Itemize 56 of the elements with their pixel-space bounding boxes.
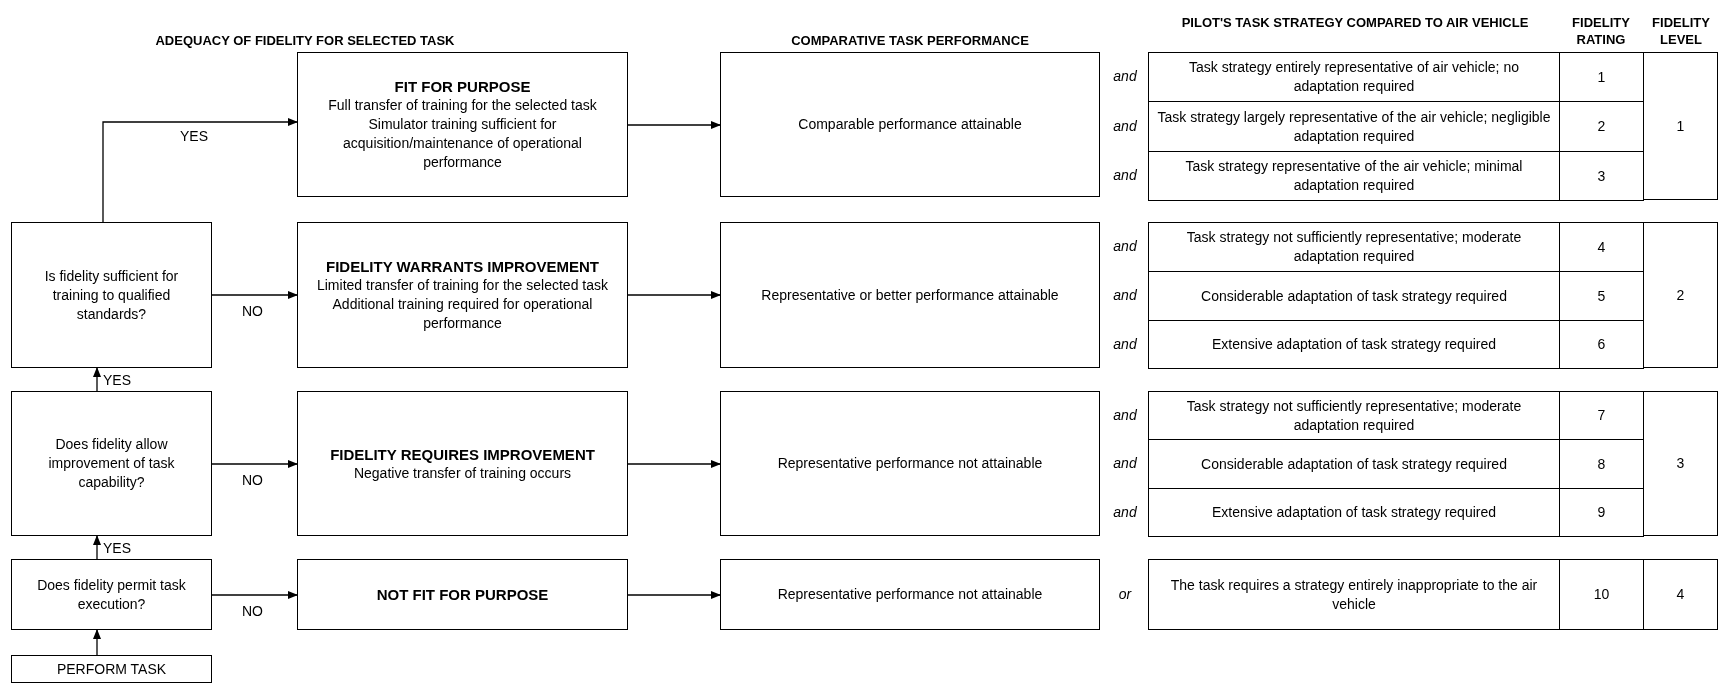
connector-word: and <box>1112 237 1138 256</box>
connector-word: and <box>1112 335 1138 354</box>
connector-word: or <box>1117 585 1133 604</box>
table-cell: Task strategy not sufficiently representative; moderate adaptation required <box>1148 391 1560 440</box>
table-cell: Task strategy not sufficiently representative; moderate adaptation required <box>1148 222 1560 272</box>
arrow <box>627 291 721 299</box>
connector-word: and <box>1112 503 1138 522</box>
arrow <box>627 460 721 468</box>
table-cell: 4 <box>1643 559 1718 630</box>
arrow <box>102 118 298 223</box>
arrow <box>211 591 298 599</box>
decision-box: Does fidelity allow improvement of task capability? <box>11 391 212 536</box>
table-cell: Representative or better performance attainable <box>720 222 1100 368</box>
arrow <box>93 629 101 656</box>
table-cell: Task strategy entirely representative of air vehicle; no adaptation required <box>1148 52 1560 102</box>
decision-box: Is fidelity sufficient for training to qualified standards? <box>11 222 212 368</box>
connector-word: and <box>1112 67 1138 86</box>
connector-word: and <box>1112 454 1138 473</box>
table-cell: The task requires a strategy entirely inappropriate to the air vehicle <box>1148 559 1560 630</box>
table-cell: Representative performance not attainable <box>720 391 1100 536</box>
edge-label: YES <box>180 128 208 144</box>
edge-label: NO <box>242 603 263 619</box>
column-header: FIDELITY RATING <box>1571 14 1631 48</box>
connector-word: and <box>1112 166 1138 185</box>
edge-label: NO <box>242 303 263 319</box>
table-cell: 10 <box>1559 559 1644 630</box>
connector-word: and <box>1112 286 1138 305</box>
table-cell: Representative performance not attainable <box>720 559 1100 630</box>
table-cell: Comparable performance attainable <box>720 52 1100 197</box>
table-cell: Extensive adaptation of task strategy required <box>1148 320 1560 369</box>
column-header: COMPARATIVE TASK PERFORMANCE <box>790 32 1030 49</box>
table-cell: PERFORM TASK <box>11 655 212 683</box>
outcome-box: FIDELITY REQUIRES IMPROVEMENT Negative transfer of training occurs <box>297 391 628 536</box>
arrow <box>211 291 298 299</box>
decision-box: Does fidelity permit task execution? <box>11 559 212 630</box>
outcome-box: FIT FOR PURPOSE Full transfer of training for the selected task Simulator training sufficient for acquisition/maintenance of operational performance <box>297 52 628 197</box>
connector-word: and <box>1112 117 1138 136</box>
edge-label: NO <box>242 472 263 488</box>
column-header: PILOT'S TASK STRATEGY COMPARED TO AIR VEHICLE <box>1180 14 1530 31</box>
edge-label: YES <box>103 540 131 556</box>
outcome-box: NOT FIT FOR PURPOSE <box>297 559 628 630</box>
column-header: FIDELITY LEVEL <box>1651 14 1711 48</box>
arrow <box>93 367 101 392</box>
column-header: ADEQUACY OF FIDELITY FOR SELECTED TASK <box>154 32 456 49</box>
connector-word: and <box>1112 406 1138 425</box>
table-cell: Task strategy representative of the air vehicle; minimal adaptation required <box>1148 151 1560 201</box>
table-cell: 1 <box>1643 52 1718 200</box>
edge-label: YES <box>103 372 131 388</box>
outcome-box: FIDELITY WARRANTS IMPROVEMENT Limited transfer of training for the selected task Additional training required for operational performance <box>297 222 628 368</box>
table-cell: Extensive adaptation of task strategy required <box>1148 488 1560 537</box>
table-cell: 2 <box>1643 222 1718 368</box>
arrow <box>627 591 721 599</box>
arrow <box>211 460 298 468</box>
table-cell: 3 <box>1643 391 1718 536</box>
arrow <box>627 121 721 129</box>
arrow <box>93 535 101 560</box>
